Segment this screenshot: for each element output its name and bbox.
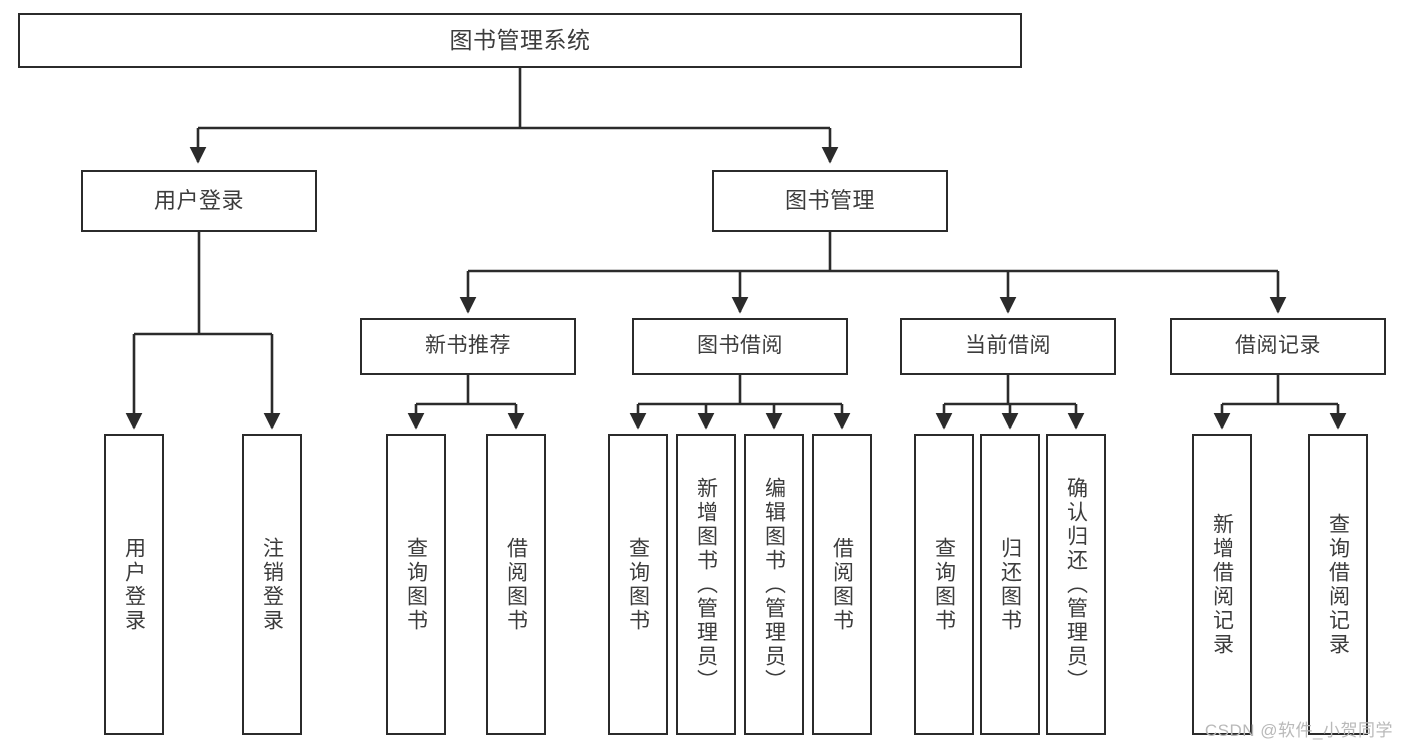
node-leaf-query-book-3-label: 查询图书 xyxy=(932,536,956,633)
node-leaf-add-borrow-record[interactable]: 新增借阅记录 xyxy=(1192,434,1252,735)
node-leaf-add-borrow-record-label: 新增借阅记录 xyxy=(1210,512,1234,657)
node-leaf-add-book-admin-label: 新增图书（管理员） xyxy=(694,476,718,693)
node-leaf-edit-book-admin[interactable]: 编辑图书（管理员） xyxy=(744,434,804,735)
node-new-book-recommend[interactable]: 新书推荐 xyxy=(360,318,576,375)
node-leaf-borrow-book-2-label: 借阅图书 xyxy=(830,536,854,633)
node-leaf-return-book-label: 归还图书 xyxy=(998,536,1022,633)
node-borrow-record[interactable]: 借阅记录 xyxy=(1170,318,1386,375)
node-leaf-logout-login-label: 注销登录 xyxy=(260,536,284,633)
node-book-management-label: 图书管理 xyxy=(784,188,875,214)
node-leaf-edit-book-admin-label: 编辑图书（管理员） xyxy=(762,476,786,693)
node-leaf-query-book-2[interactable]: 查询图书 xyxy=(608,434,668,735)
node-leaf-return-book[interactable]: 归还图书 xyxy=(980,434,1040,735)
node-leaf-query-borrow-record-label: 查询借阅记录 xyxy=(1326,512,1350,657)
node-user-login-label: 用户登录 xyxy=(153,188,244,214)
node-book-management[interactable]: 图书管理 xyxy=(712,170,948,232)
node-leaf-query-book-1[interactable]: 查询图书 xyxy=(386,434,446,735)
node-leaf-confirm-return-admin[interactable]: 确认归还（管理员） xyxy=(1046,434,1106,735)
node-leaf-query-borrow-record[interactable]: 查询借阅记录 xyxy=(1308,434,1368,735)
node-leaf-query-book-1-label: 查询图书 xyxy=(404,536,428,633)
node-root[interactable]: 图书管理系统 xyxy=(18,13,1022,68)
node-leaf-borrow-book-1-label: 借阅图书 xyxy=(504,536,528,633)
watermark: CSDN @软件_小贺同学 xyxy=(1204,721,1393,740)
node-leaf-logout-login[interactable]: 注销登录 xyxy=(242,434,302,735)
node-leaf-query-book-2-label: 查询图书 xyxy=(626,536,650,633)
node-leaf-add-book-admin[interactable]: 新增图书（管理员） xyxy=(676,434,736,735)
node-root-label: 图书管理系统 xyxy=(449,26,591,53)
node-book-borrow[interactable]: 图书借阅 xyxy=(632,318,848,375)
node-leaf-borrow-book-1[interactable]: 借阅图书 xyxy=(486,434,546,735)
node-borrow-record-label: 借阅记录 xyxy=(1235,334,1321,358)
node-new-book-recommend-label: 新书推荐 xyxy=(425,334,511,358)
node-user-login[interactable]: 用户登录 xyxy=(81,170,317,232)
node-leaf-user-login-label: 用户登录 xyxy=(122,536,146,633)
node-leaf-query-book-3[interactable]: 查询图书 xyxy=(914,434,974,735)
node-leaf-user-login[interactable]: 用户登录 xyxy=(104,434,164,735)
node-current-borrow[interactable]: 当前借阅 xyxy=(900,318,1116,375)
node-book-borrow-label: 图书借阅 xyxy=(697,334,783,358)
node-current-borrow-label: 当前借阅 xyxy=(965,334,1051,358)
node-leaf-borrow-book-2[interactable]: 借阅图书 xyxy=(812,434,872,735)
node-leaf-confirm-return-admin-label: 确认归还（管理员） xyxy=(1064,476,1088,693)
